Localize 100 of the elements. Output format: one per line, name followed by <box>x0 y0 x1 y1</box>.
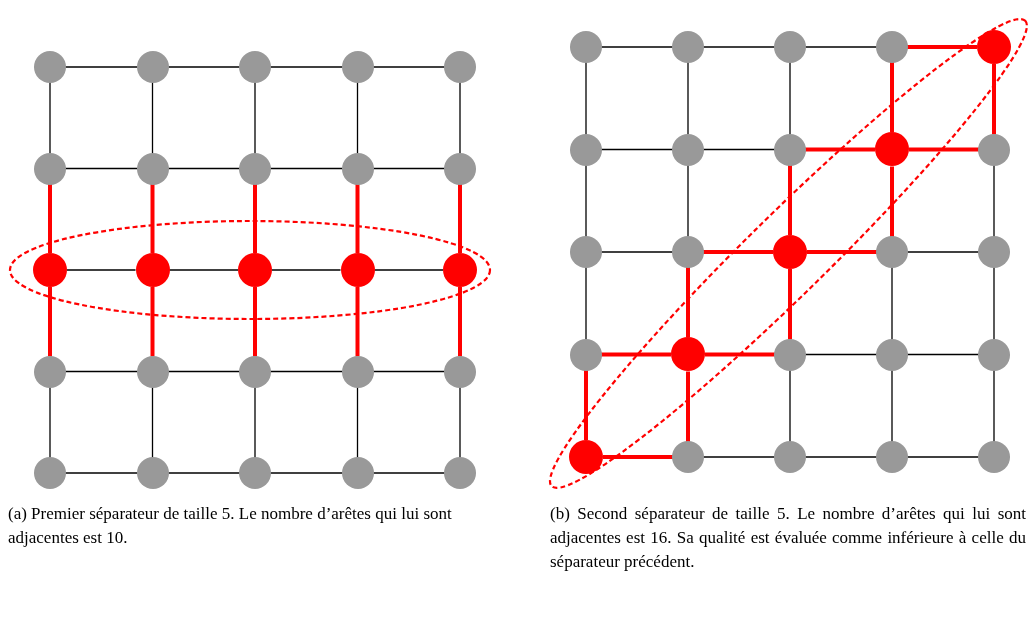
graph-edge <box>355 183 360 253</box>
vertex <box>978 338 1010 371</box>
vertex <box>341 152 374 185</box>
graph-edge <box>49 81 51 155</box>
vertex <box>876 31 908 63</box>
vertex <box>239 152 271 185</box>
vertex <box>978 236 1010 268</box>
highlighted-vertex <box>238 253 272 287</box>
graph-edge <box>702 148 776 151</box>
vertex <box>34 457 66 489</box>
highlighted-vertex <box>875 132 909 167</box>
graph-edge <box>686 267 690 338</box>
graph-edge <box>601 352 671 357</box>
vertex <box>444 152 476 185</box>
highlighted-vertex <box>135 253 170 287</box>
vertex <box>34 51 66 83</box>
graph-edge <box>686 371 690 442</box>
highlighted-vertex <box>671 337 705 372</box>
graph-edge <box>804 353 878 356</box>
highlighted-vertex <box>977 30 1011 64</box>
graph-edge <box>687 61 689 136</box>
graph-edge <box>584 369 588 440</box>
graph-edge <box>48 183 52 253</box>
graph-edge <box>891 266 893 341</box>
vertex <box>672 31 704 63</box>
graph-edge <box>993 368 995 443</box>
vertex <box>239 355 271 388</box>
graph-edge <box>585 163 587 238</box>
vertex <box>341 355 374 388</box>
vertex <box>444 457 476 489</box>
graph-edge <box>168 269 239 271</box>
graph-edge <box>458 183 462 253</box>
graph-edge <box>459 385 461 459</box>
graph-edge <box>355 287 360 357</box>
vertex <box>672 441 704 473</box>
vertex <box>672 236 704 268</box>
figure-caption: (a) Premier séparateur de taille 5. Le nombre d’arêtes qui lui sont adjacentes est 10. <box>8 503 453 549</box>
graph-edge <box>356 81 359 155</box>
graph-edge <box>993 266 995 341</box>
vertex <box>444 355 476 388</box>
graph-edge <box>48 287 52 357</box>
graph-edge <box>788 164 792 235</box>
graph-edge <box>253 287 257 357</box>
graph-edge <box>807 250 877 254</box>
graph-edge <box>705 352 775 357</box>
graph-edge <box>585 61 587 136</box>
vertex <box>341 51 374 83</box>
highlighted-vertex <box>773 235 807 269</box>
vertex <box>774 31 806 63</box>
graph-edge <box>151 385 154 459</box>
highlighted-vertex <box>340 253 375 287</box>
graph-edge <box>789 61 791 136</box>
graph-edge <box>271 269 342 271</box>
graph-edge <box>458 287 462 357</box>
vertex <box>444 51 476 83</box>
graph-edge <box>49 385 51 459</box>
graph-edge <box>992 64 996 135</box>
graph-edge <box>254 385 256 459</box>
vertex <box>672 133 704 166</box>
vertex <box>239 457 271 489</box>
vertex <box>774 338 806 371</box>
graph-edge <box>66 269 137 271</box>
vertex <box>978 441 1010 473</box>
vertex <box>136 152 169 185</box>
graph-edge <box>805 147 875 152</box>
graph-edge <box>254 81 256 155</box>
figure-caption: (b) Second séparateur de taille 5. Le nombre d’arêtes qui lui sont adjacentes est 16. Sa qualité est évaluée comme inférieure à celle du séparateur précédent. <box>550 503 1026 573</box>
graph-edge <box>907 45 977 49</box>
highlighted-vertex <box>443 253 477 287</box>
graph-edge <box>150 287 155 357</box>
vertex <box>774 133 806 166</box>
graph-edge <box>703 250 773 254</box>
vertex <box>239 51 271 83</box>
graph-edge <box>459 81 461 155</box>
graph-edge <box>373 269 444 271</box>
vertex <box>136 51 169 83</box>
graph-edge <box>253 183 257 253</box>
graph-edge <box>603 455 673 459</box>
vertex <box>136 457 169 489</box>
graph-edge <box>788 269 792 340</box>
vertex <box>570 31 602 63</box>
vertex <box>34 355 66 388</box>
graph-edge <box>687 163 689 238</box>
vertex <box>774 441 806 473</box>
graph-edge <box>891 368 893 443</box>
vertex <box>34 152 66 185</box>
graph-edge <box>150 183 155 253</box>
graph-edge <box>890 62 894 133</box>
vertex <box>570 133 602 166</box>
graph-edge <box>993 163 995 238</box>
graph-edge <box>585 266 587 341</box>
graph-edge <box>890 166 894 237</box>
graph-edge <box>789 368 791 443</box>
vertex <box>136 355 169 388</box>
highlighted-vertex <box>33 253 67 287</box>
vertex <box>341 457 374 489</box>
vertex <box>978 133 1010 166</box>
vertex <box>876 338 908 371</box>
vertex <box>570 236 602 268</box>
graph-edge <box>356 385 359 459</box>
